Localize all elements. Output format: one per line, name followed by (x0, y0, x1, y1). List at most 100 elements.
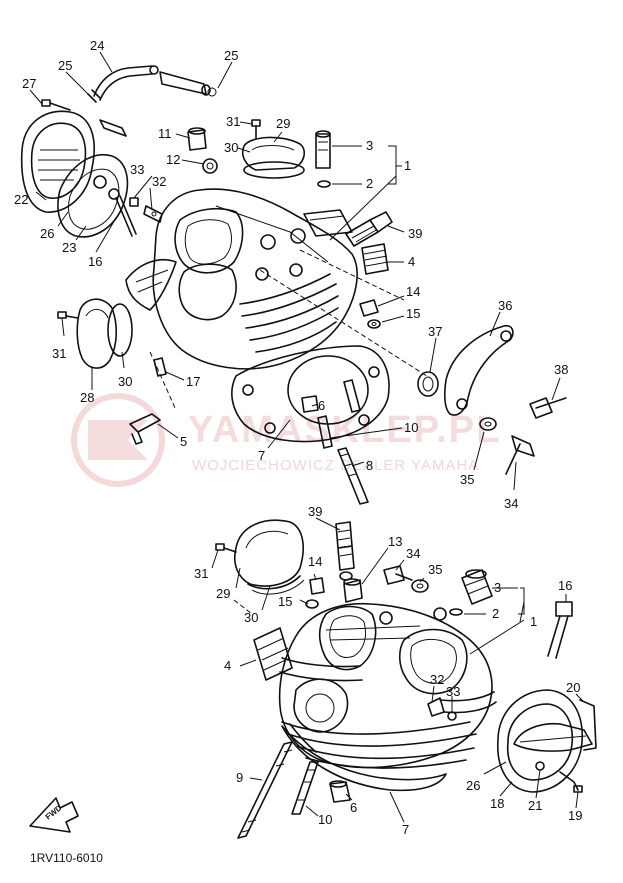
callout-20: 20 (566, 680, 580, 695)
bolt-34-rear (479, 417, 535, 475)
callout-17: 17 (186, 374, 200, 389)
callout-27: 27 (22, 76, 36, 91)
nut-14-rear (359, 299, 381, 329)
callout-7: 7 (402, 822, 409, 837)
dowel-17 (129, 357, 167, 445)
rocker-shaft-rear (315, 130, 331, 188)
plug-13 (343, 578, 363, 603)
watermark-brand: YAMASKLEP.PL (188, 409, 501, 451)
callout-31: 31 (226, 114, 240, 129)
callout-32: 32 (152, 174, 166, 189)
callout-16: 16 (558, 578, 572, 593)
lower-assembly: FWD (29, 517, 597, 839)
callout-16: 16 (88, 254, 102, 269)
watermark-logo-ring (71, 393, 165, 487)
cam-cover-front (215, 519, 305, 595)
callout-39: 39 (308, 504, 322, 519)
bolt-27 (41, 99, 71, 111)
callout-3: 3 (366, 138, 373, 153)
callout-24: 24 (90, 38, 104, 53)
callout-35: 35 (460, 472, 474, 487)
callout-10: 10 (318, 812, 332, 827)
head-gasket-front (281, 723, 447, 792)
callout-18: 18 (490, 796, 504, 811)
callout-35: 35 (428, 562, 442, 577)
upper-assembly (20, 51, 567, 505)
leader-lines-upper (29, 51, 561, 491)
callout-34: 34 (406, 546, 420, 561)
fwd-arrow-icon: FWD (29, 797, 79, 833)
callout-33: 33 (130, 162, 144, 177)
callout-12: 12 (166, 152, 180, 167)
callout-32: 32 (430, 672, 444, 687)
diagram-code: 1RV110-6010 (30, 851, 103, 865)
callout-25: 25 (58, 58, 72, 73)
watermark: YAMASKLEP.PL WOJCIECHOWICZ DEALER YAMAHA (71, 393, 501, 487)
callout-26: 26 (40, 226, 54, 241)
bolt-16-front (547, 601, 573, 659)
callout-29: 29 (216, 586, 230, 601)
callout-6: 6 (350, 800, 357, 815)
side-cover-rear (20, 110, 129, 238)
callout-26: 26 (466, 778, 480, 793)
callout-8: 8 (366, 458, 373, 473)
callout-19: 19 (568, 808, 582, 823)
callout-14: 14 (406, 284, 420, 299)
callout-4: 4 (224, 658, 231, 673)
bolt-38 (529, 397, 567, 419)
valve-spacer-front (253, 627, 293, 681)
watermark-subtitle: WOJCIECHOWICZ DEALER YAMAHA (192, 457, 479, 474)
callout-5: 5 (180, 434, 187, 449)
callout-2: 2 (492, 606, 499, 621)
callout-4: 4 (408, 254, 415, 269)
cam-cover-rear (241, 119, 306, 179)
plug-11 (187, 127, 218, 174)
cylinder-head-front (278, 602, 497, 769)
small-parts-33-32 (129, 197, 163, 223)
fwd-label: FWD (44, 803, 64, 821)
callout-30: 30 (244, 610, 258, 625)
callout-labels: 24 25 25 27 31 29 11 30 12 3 2 1 33 32 2… (14, 38, 582, 837)
callout-15: 15 (406, 306, 420, 321)
valve-spacer-rear (361, 243, 389, 275)
leader-lines-lower (211, 517, 585, 823)
callout-25: 25 (224, 48, 238, 63)
watermark-logo-mark (88, 420, 148, 460)
callout-6: 6 (318, 398, 325, 413)
callout-31: 31 (194, 566, 208, 581)
callout-37: 37 (428, 324, 442, 339)
callout-15: 15 (278, 594, 292, 609)
callout-1: 1 (404, 158, 411, 173)
callout-36: 36 (498, 298, 512, 313)
studs-rear (301, 379, 369, 505)
bolt-16 (108, 188, 137, 237)
callout-14: 14 (308, 554, 322, 569)
callout-2: 2 (366, 176, 373, 191)
callout-30: 30 (118, 374, 132, 389)
callout-1: 1 (530, 614, 537, 629)
spark-plug-rear (345, 211, 393, 247)
callout-30: 30 (224, 140, 238, 155)
callout-10: 10 (404, 420, 418, 435)
callout-11: 11 (158, 126, 172, 141)
callout-28: 28 (80, 390, 94, 405)
callout-31: 31 (52, 346, 66, 361)
exhaust-flange (417, 324, 514, 416)
callout-3: 3 (494, 580, 501, 595)
callout-38: 38 (554, 362, 568, 377)
callout-29: 29 (276, 116, 290, 131)
breather-hose (87, 65, 217, 103)
callout-33: 33 (446, 684, 460, 699)
callout-21: 21 (528, 798, 542, 813)
cylinder-head-rear (125, 188, 358, 370)
tappet-cover-rear (57, 298, 133, 369)
nut-14-front (305, 577, 325, 609)
callout-9: 9 (236, 770, 243, 785)
callout-22: 22 (14, 192, 28, 207)
callout-23: 23 (62, 240, 76, 255)
spark-plug-front (335, 521, 355, 581)
callout-7: 7 (258, 448, 265, 463)
callout-13: 13 (388, 534, 402, 549)
